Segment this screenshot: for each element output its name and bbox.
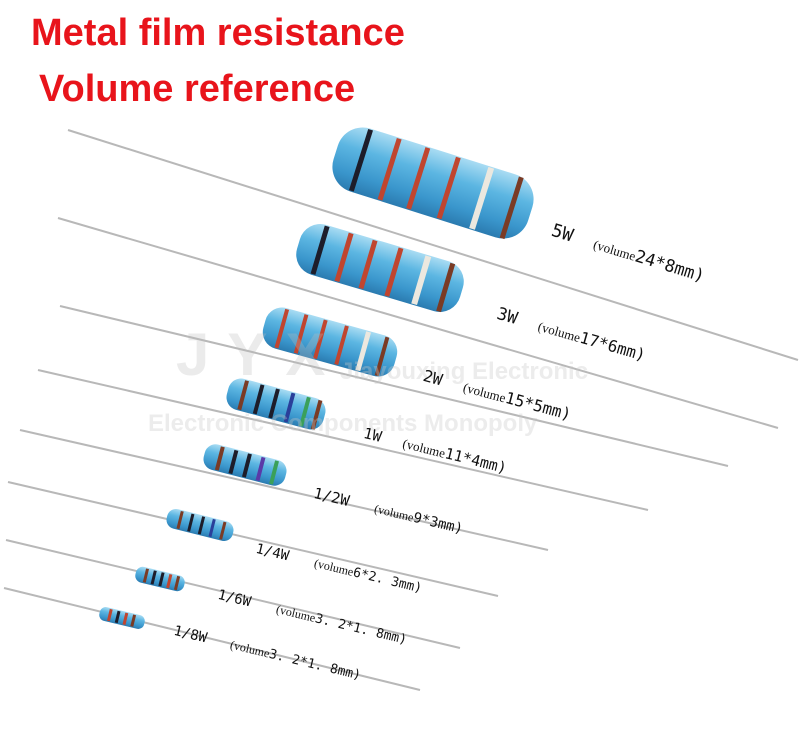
color-band [406, 147, 431, 210]
color-band [173, 575, 181, 591]
resistor-1-2w [19, 429, 549, 551]
resistor-body [332, 127, 534, 239]
color-band [208, 518, 216, 538]
color-band [299, 396, 311, 427]
title-line1: Metal film resistance [31, 12, 405, 54]
color-band [313, 319, 328, 360]
color-band [374, 336, 390, 377]
color-band [384, 247, 404, 297]
color-band [106, 608, 113, 622]
color-band [150, 570, 157, 585]
lead-wire [67, 129, 799, 361]
color-band [197, 516, 206, 535]
color-band [255, 456, 266, 482]
color-band [274, 308, 290, 349]
color-band [114, 610, 121, 624]
color-band [241, 453, 252, 478]
color-band [348, 129, 374, 192]
color-band [436, 156, 461, 220]
lead-wire [37, 369, 649, 511]
lead-wire [5, 539, 461, 649]
color-band [219, 521, 227, 540]
lead-wire [19, 429, 549, 551]
resistor-1-4w [7, 481, 499, 597]
resistor-3w [57, 217, 779, 429]
color-band [499, 176, 524, 240]
resistor-2w [59, 305, 729, 467]
color-band [252, 384, 265, 415]
color-band [283, 392, 296, 423]
power-rating: 2W [421, 366, 445, 390]
color-band [268, 388, 280, 419]
color-band [122, 612, 129, 626]
resistor-5w [67, 127, 799, 361]
resistor-body [99, 607, 145, 629]
resistor-1-6w [5, 539, 461, 649]
title-line2: Volume reference [39, 68, 356, 110]
color-band [228, 449, 239, 475]
color-band [142, 568, 149, 583]
lead-wire [7, 481, 499, 597]
color-band [158, 572, 165, 587]
color-band [377, 138, 402, 201]
lead-wire [57, 217, 779, 429]
color-band [214, 446, 225, 471]
color-band [436, 262, 456, 313]
color-band [166, 574, 173, 589]
color-band [176, 510, 184, 530]
power-rating: 1W [361, 424, 384, 446]
resistor-1-8w [3, 587, 421, 691]
color-band [334, 325, 349, 366]
watermark-line2: Electronic Components Monopoly [148, 410, 538, 437]
color-band [310, 225, 330, 275]
color-band [469, 166, 495, 230]
color-band [310, 399, 323, 430]
watermark-line1: Jiayouxing Electronic [340, 358, 589, 385]
color-band [358, 239, 378, 290]
resistor-body [296, 224, 464, 312]
lead-wire [3, 587, 421, 691]
color-band [187, 513, 195, 532]
color-band [237, 380, 249, 411]
color-band [411, 255, 432, 306]
color-band [355, 331, 371, 372]
resistor-1w [37, 369, 649, 511]
color-band [130, 614, 137, 627]
color-band [293, 314, 309, 354]
color-band [269, 460, 279, 485]
watermark-logo: JYX [176, 321, 344, 388]
lead-wire [59, 305, 729, 467]
color-band [334, 232, 354, 283]
